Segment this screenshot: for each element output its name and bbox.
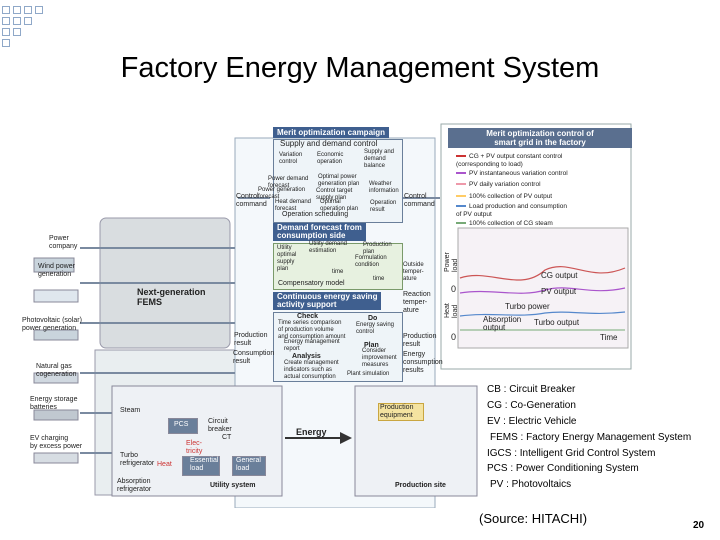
heat-demand-forecast: Heat demand forecast [275, 199, 312, 212]
economic-operation: Economic operation [317, 152, 344, 165]
operation-result: Operation result [370, 200, 397, 213]
analysis-description: Create management indicators such as act… [284, 360, 339, 380]
turbo-output-label: Turbo output [534, 318, 580, 327]
utility-demand-estimation: Utility demand estimation [309, 241, 348, 254]
variation-control: Variation control [279, 152, 303, 165]
label-energy-storage: Energy storage batteries [30, 396, 78, 411]
do-description: Energy saving control [356, 322, 395, 335]
energy-management-report: Energy management report [284, 339, 340, 352]
abbr-pv: PV : Photovoltaics [490, 479, 572, 490]
pcs-label: PCS [174, 421, 189, 428]
label-wind-power: Wind power generation [38, 263, 75, 278]
supply-demand-box [273, 139, 403, 223]
label-ev-charging: EV charging by excess power [30, 435, 83, 450]
legend-row-6: 100% collection of CG steam [456, 220, 553, 228]
legend-row-2: PV instantaneous variation control [456, 170, 568, 178]
production-site-label: Production site [395, 482, 446, 489]
consumption-result-left: Consumption result [233, 350, 275, 365]
heat-label: Heat [157, 461, 172, 468]
zero-label-1: 0 [451, 284, 457, 294]
production-result-right: Production result [403, 333, 437, 348]
merit-campaign-header: Merit optimization campaign [273, 127, 390, 138]
control-command-right: Control command [404, 193, 435, 208]
production-result-left: Production result [234, 332, 268, 347]
time-label-2: time [373, 276, 385, 282]
turbo-power-label: Turbo power [505, 302, 550, 311]
reaction-temperature: Reaction temper- ature [403, 291, 431, 314]
check-description: Time series comparison of production vol… [278, 320, 346, 340]
demand-forecast-box [273, 243, 403, 290]
time-axis-label: Time [600, 333, 618, 342]
abbr-cg: CG : Co-Generation [487, 400, 576, 411]
control-target-supply-plan: Control target supply plan [316, 188, 353, 201]
power-demand-forecast: Power demand forecast [268, 176, 309, 189]
absorption-output-label: Absorption output [483, 315, 522, 332]
abbr-ev: EV : Electric Vehicle [487, 416, 577, 427]
power-generation-forecast: Power generation forecast [258, 187, 306, 200]
energy-label: Energy [296, 427, 327, 437]
legend-row-1: CG + PV output constant control (corresp… [456, 153, 563, 168]
production-equipment-label: Production equipment [380, 404, 414, 419]
time-label-1: time [332, 269, 344, 275]
legend-row-4: 100% collection of PV output [456, 193, 552, 201]
label-natural-gas: Natural gas cogeneration [36, 363, 77, 378]
cg-output-label: CG output [541, 271, 578, 280]
electricity-label: Elec- tricity [186, 440, 203, 455]
heat-load-axis-label: Heat load [444, 303, 459, 318]
formulation-condition: Formulation condition [355, 255, 387, 268]
plan-label: Plan [364, 342, 379, 349]
check-label: Check [297, 313, 319, 320]
circuit-breaker-label: Circuit breaker [208, 418, 232, 433]
abbr-fems: FEMS : Factory Energy Management System [490, 432, 692, 443]
operation-scheduling: Operation scheduling [282, 211, 349, 218]
weather-information: Weather information [369, 181, 399, 194]
continuous-saving-header: Continuous energy saving activity suppor… [273, 292, 382, 310]
abbr-pcs: PCS : Power Conditioning System [487, 463, 639, 474]
general-load-box [232, 456, 266, 476]
production-equipment-box [378, 403, 424, 421]
abbr-igcs: IGCS : Intelligent Grid Control System [487, 448, 656, 459]
compensatory-model: Compensatory model [278, 280, 345, 287]
absorption-refrigerator-label: Absorption refrigerator [117, 478, 152, 493]
power-load-axis-label: Power load [444, 252, 459, 272]
page-number: 20 [693, 520, 705, 531]
plan-description: Consider improvement measures [362, 348, 397, 368]
pdca-box [273, 312, 403, 382]
supply-demand-title: Supply and demand control [280, 139, 378, 148]
supply-demand-balance: Supply and demand balance [364, 149, 395, 169]
abbr-cb: CB : Circuit Breaker [487, 384, 576, 395]
legend-row-3: PV daily variation control [456, 181, 541, 189]
outside-temperature: Outside temper- ature [403, 262, 424, 282]
fems-label: Next-generation FEMS [137, 287, 206, 307]
analysis-label: Analysis [292, 353, 321, 360]
do-label: Do [368, 315, 378, 322]
merit-panel-header: Merit optimization control of smart grid… [448, 128, 632, 148]
optimal-power-generation: Optimal power generation plan [318, 174, 360, 187]
essential-load-box [182, 456, 220, 476]
energy-consumption-results: Energy consumption results [403, 351, 443, 374]
general-load-label: General load [236, 457, 261, 472]
turbo-refrigerator-label: Turbo refrigerator [120, 452, 155, 467]
pv-output-label: PV output [541, 287, 577, 296]
optimal-operation-plan: Optimal operation plan [320, 199, 359, 212]
zero-label-2: 0 [451, 332, 457, 342]
production-plan: Production plan [363, 242, 392, 255]
ct-label: CT [222, 434, 232, 441]
demand-forecast-header: Demand forecast from consumption side [273, 223, 366, 241]
essential-load-label: Essential load [190, 457, 219, 472]
pcs-box [168, 418, 198, 434]
label-photovoltaic: Photovoltaic (solar) power generation [22, 317, 82, 332]
utility-optimal-supply-plan: Utility optimal supply plan [277, 245, 297, 272]
source-credit: (Source: HITACHI) [479, 511, 588, 526]
page-title: Factory Energy Management System [120, 52, 600, 84]
label-power-company: Power company [49, 235, 78, 250]
steam-label: Steam [120, 407, 141, 414]
plant-simulation: Plant simulation [347, 371, 390, 377]
utility-system-label: Utility system [210, 482, 256, 489]
control-command-left: Control command [236, 193, 267, 208]
legend-row-5: Load production and consumption of PV ou… [456, 203, 567, 218]
